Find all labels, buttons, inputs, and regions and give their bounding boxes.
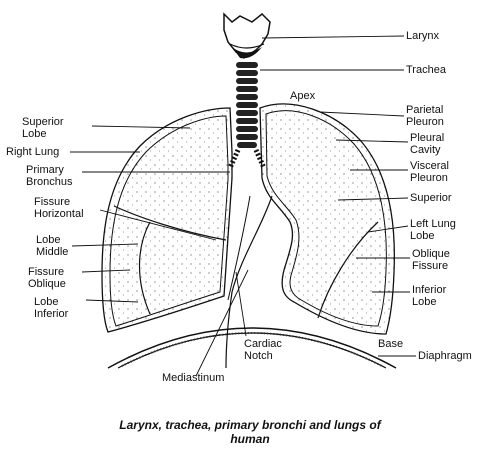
larynx-shape xyxy=(223,12,271,59)
label-right-lung: Right Lung xyxy=(6,146,60,158)
label-base: Base xyxy=(378,338,404,350)
figure-caption: Larynx, trachea, primary bronchi and lun… xyxy=(119,418,381,446)
mediastinum-line xyxy=(225,195,273,369)
right-lung xyxy=(101,107,233,333)
left-lung xyxy=(259,103,395,335)
label-diaphragm: Diaphragm xyxy=(418,350,472,362)
label-mediastinum: Mediastinum xyxy=(162,372,225,384)
label-trachea: Trachea xyxy=(406,64,446,76)
oblique-fissure-right-lung xyxy=(138,221,151,315)
oblique-fissure-left-lung xyxy=(317,221,379,319)
diaphragm-outer-arc xyxy=(107,327,397,369)
trachea-rings xyxy=(236,62,258,148)
label-larynx: Larynx xyxy=(406,30,440,42)
label-apex: Apex xyxy=(290,90,316,102)
horizontal-fissure xyxy=(113,205,227,241)
label-superior: Superior xyxy=(410,192,452,204)
primary-bronchi xyxy=(227,148,267,170)
leader-lines xyxy=(70,35,416,377)
